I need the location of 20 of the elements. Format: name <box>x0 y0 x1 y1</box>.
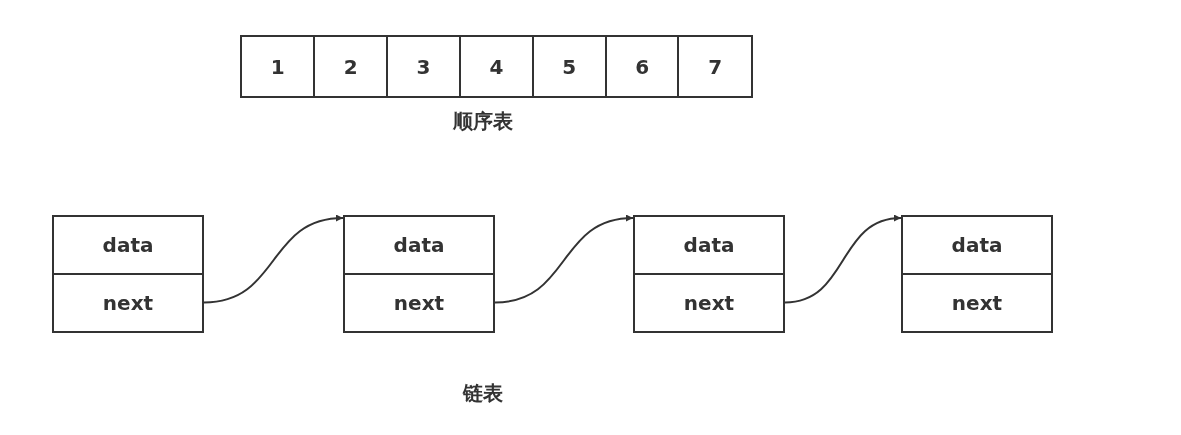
caption-label: 顺序表 <box>453 108 513 135</box>
next-pointer-cell: next <box>52 272 204 333</box>
array-cell: 5 <box>531 35 607 98</box>
data-field-cell: data <box>343 215 495 275</box>
next-pointer-cell: next <box>343 272 495 333</box>
array-cell: 7 <box>677 35 753 98</box>
next-pointer-cell: next <box>901 272 1053 333</box>
data-field-cell: data <box>52 215 204 275</box>
array-cell: 4 <box>458 35 535 98</box>
curved-arrow <box>784 215 902 304</box>
data-field-cell: data <box>633 215 785 275</box>
curved-arrow <box>494 215 634 304</box>
data-field-cell: data <box>901 215 1053 275</box>
array-cell: 2 <box>312 35 389 98</box>
caption-label: 链表 <box>463 380 503 407</box>
array-cell: 1 <box>240 35 316 98</box>
next-pointer-cell: next <box>633 272 785 333</box>
array-cell: 6 <box>604 35 680 98</box>
curved-arrow <box>203 215 344 304</box>
array-cell: 3 <box>385 35 462 98</box>
